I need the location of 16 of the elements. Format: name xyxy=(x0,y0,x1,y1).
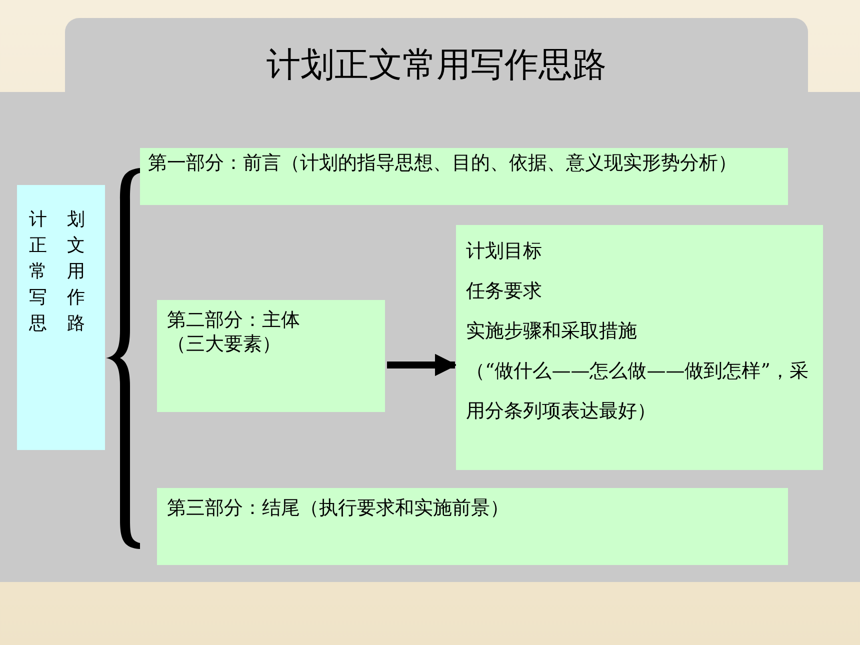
box-text: 任务要求 xyxy=(466,279,543,304)
arrow xyxy=(387,354,458,376)
part-box xyxy=(157,300,385,412)
box-text: 第一部分：前言（计划的指导思想、目的、依据、意义现实形势分析） xyxy=(148,151,738,175)
box-text: 第三部分：结尾（执行要求和实施前景） xyxy=(167,496,510,520)
part-box xyxy=(140,148,788,205)
brace-shape xyxy=(106,168,140,549)
vertical-text: 计划正文常用写作思路 xyxy=(29,208,105,336)
title: 计划正文常用写作思路 xyxy=(266,44,606,87)
box-text: （“做什么——怎么做——做到怎样”，采用分条列项表达最好） xyxy=(466,359,810,424)
box-text: 计划目标 xyxy=(466,239,543,264)
vertical-label-box xyxy=(17,185,105,450)
content-box xyxy=(456,225,823,470)
box-text: 实施步骤和采取措施 xyxy=(466,319,638,344)
box-text: 第二部分：主体（三大要素） xyxy=(167,308,301,356)
part-box xyxy=(157,488,788,565)
